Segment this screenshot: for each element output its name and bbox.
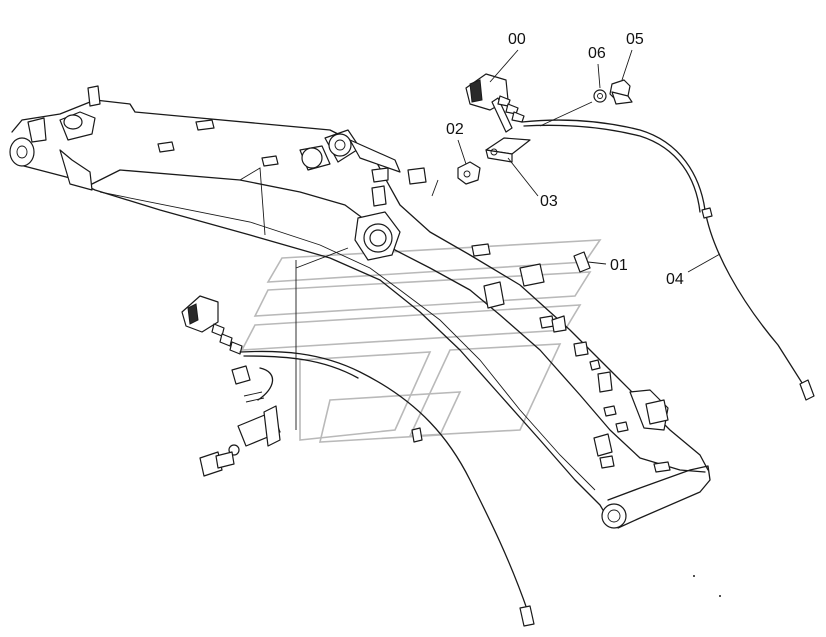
stray-mark [693, 575, 695, 577]
callout-label: 01 [610, 257, 628, 274]
callout-label: 04 [666, 271, 684, 288]
washer-and-bolt [593, 79, 633, 105]
callout-06: 06 [588, 45, 606, 89]
routing-lines [295, 101, 593, 430]
rubber-spacer [457, 161, 481, 185]
excavator-boom [9, 85, 711, 529]
work-lamp-upper [465, 73, 525, 133]
lamp-bracket [485, 137, 531, 163]
callout-label: 02 [446, 121, 464, 138]
callout-label: 06 [588, 45, 606, 62]
callout-01: 01 [587, 257, 628, 274]
work-lamp-lower [181, 295, 535, 627]
stray-mark [719, 595, 721, 597]
callout-label: 05 [626, 31, 644, 48]
callout-04: 04 [666, 253, 721, 288]
callout-02: 02 [446, 121, 467, 165]
callout-03: 03 [507, 157, 558, 210]
callout-05: 05 [621, 31, 644, 81]
callout-label: 03 [540, 193, 558, 210]
callout-label: 00 [508, 31, 526, 48]
harness-clip [573, 251, 591, 273]
wire-harness [521, 119, 815, 401]
callout-00: 00 [489, 31, 526, 83]
